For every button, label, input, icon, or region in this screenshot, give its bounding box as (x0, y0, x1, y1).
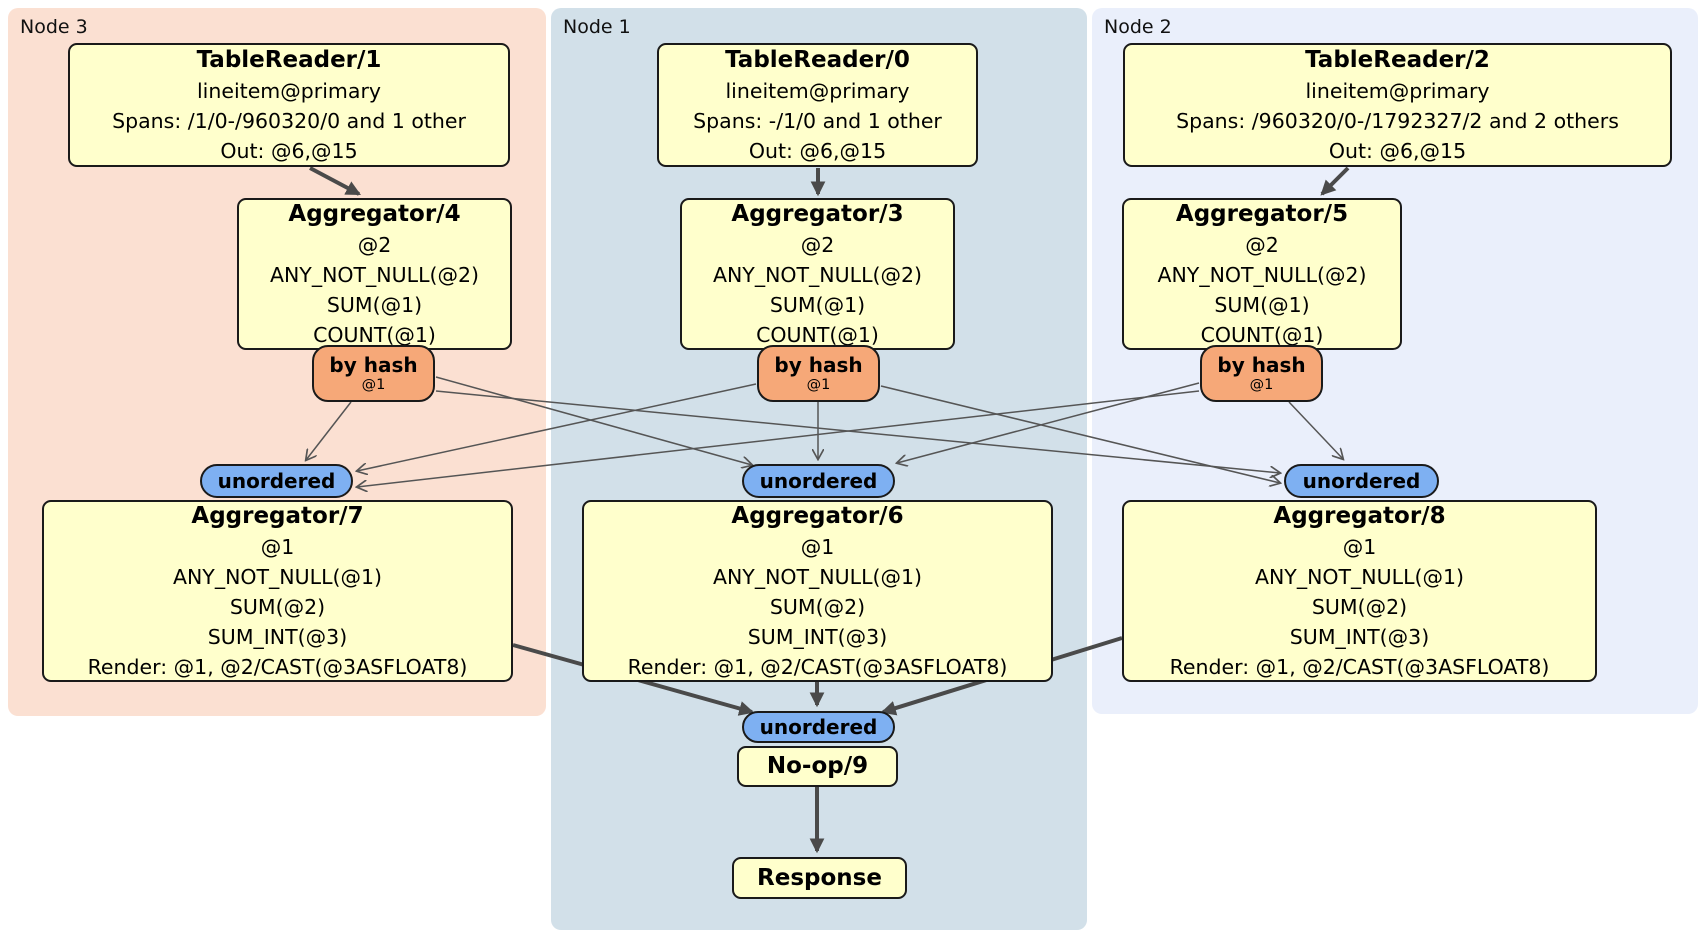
unordered-sync-node2: unordered (1284, 464, 1439, 498)
aggregator-7-group: @1 (260, 534, 295, 559)
aggregator-8-fn2: SUM(@2) (1311, 594, 1408, 619)
aggregator-8-render: Render: @1, @2/CAST(@3ASFLOAT8) (1169, 654, 1550, 679)
aggregator-5-fn3: COUNT(@1) (1200, 322, 1324, 347)
aggregator-7-box: Aggregator/7 @1 ANY_NOT_NULL(@1) SUM(@2)… (42, 500, 513, 682)
table-reader-1-box: TableReader/1 lineitem@primary Spans: /1… (68, 43, 510, 167)
noop-box: No-op/9 (737, 746, 898, 787)
aggregator-5-fn1: ANY_NOT_NULL(@2) (1157, 262, 1367, 287)
aggregator-6-fn2: SUM(@2) (769, 594, 866, 619)
table-reader-0-title: TableReader/0 (725, 46, 910, 73)
table-reader-1-spans: Spans: /1/0-/960320/0 and 1 other (112, 108, 466, 133)
aggregator-8-fn3: SUM_INT(@3) (1289, 624, 1430, 649)
hash-router-node1-label: by hash (774, 353, 863, 377)
aggregator-8-title: Aggregator/8 (1273, 502, 1446, 529)
aggregator-5-group: @2 (1245, 232, 1279, 257)
table-reader-2-box: TableReader/2 lineitem@primary Spans: /9… (1123, 43, 1672, 167)
aggregator-5-box: Aggregator/5 @2 ANY_NOT_NULL(@2) SUM(@1)… (1122, 198, 1402, 350)
aggregator-3-fn1: ANY_NOT_NULL(@2) (712, 262, 923, 287)
table-reader-2-index: lineitem@primary (1305, 78, 1490, 103)
aggregator-6-render: Render: @1, @2/CAST(@3ASFLOAT8) (627, 654, 1008, 679)
aggregator-8-group: @1 (1342, 534, 1377, 559)
hash-router-node3-label: by hash (329, 353, 418, 377)
table-reader-0-index: lineitem@primary (725, 78, 910, 103)
aggregator-5-fn2: SUM(@1) (1214, 292, 1310, 317)
unordered-sync-node1: unordered (742, 464, 895, 498)
table-reader-0-out: Out: @6,@15 (748, 138, 887, 163)
aggregator-4-title: Aggregator/4 (288, 200, 461, 227)
aggregator-3-title: Aggregator/3 (731, 200, 904, 227)
aggregator-4-fn1: ANY_NOT_NULL(@2) (269, 262, 480, 287)
table-reader-1-title: TableReader/1 (196, 46, 382, 73)
aggregator-3-box: Aggregator/3 @2 ANY_NOT_NULL(@2) SUM(@1)… (680, 198, 955, 350)
node2-label: Node 2 (1104, 16, 1172, 38)
aggregator-4-fn2: SUM(@1) (326, 292, 423, 317)
aggregator-4-fn3: COUNT(@1) (313, 322, 436, 347)
aggregator-6-fn1: ANY_NOT_NULL(@1) (712, 564, 923, 589)
aggregator-7-title: Aggregator/7 (191, 502, 364, 529)
aggregator-8-fn1: ANY_NOT_NULL(@1) (1254, 564, 1465, 589)
aggregator-8-box: Aggregator/8 @1 ANY_NOT_NULL(@1) SUM(@2)… (1122, 500, 1597, 682)
aggregator-7-fn2: SUM(@2) (229, 594, 326, 619)
hash-router-node3: by hash @1 (312, 345, 435, 402)
hash-router-node2-detail: @1 (1249, 377, 1274, 393)
response-box: Response (732, 857, 907, 899)
aggregator-5-title: Aggregator/5 (1175, 200, 1349, 227)
node1-label: Node 1 (563, 16, 631, 38)
aggregator-6-fn3: SUM_INT(@3) (747, 624, 888, 649)
hash-router-node1: by hash @1 (757, 345, 880, 402)
hash-router-node1-detail: @1 (806, 377, 831, 393)
aggregator-3-group: @2 (800, 232, 835, 257)
hash-router-node3-detail: @1 (361, 377, 386, 393)
node3-label: Node 3 (20, 16, 88, 38)
aggregator-6-title: Aggregator/6 (731, 502, 904, 529)
aggregator-7-render: Render: @1, @2/CAST(@3ASFLOAT8) (87, 654, 468, 679)
aggregator-6-box: Aggregator/6 @1 ANY_NOT_NULL(@1) SUM(@2)… (582, 500, 1053, 682)
table-reader-0-box: TableReader/0 lineitem@primary Spans: -/… (657, 43, 978, 167)
response-title: Response (757, 864, 882, 891)
aggregator-4-box: Aggregator/4 @2 ANY_NOT_NULL(@2) SUM(@1)… (237, 198, 512, 350)
table-reader-1-index: lineitem@primary (196, 78, 382, 103)
unordered-sync-node3: unordered (200, 464, 353, 498)
hash-router-node2-label: by hash (1217, 353, 1306, 377)
table-reader-2-out: Out: @6,@15 (1328, 138, 1467, 163)
aggregator-3-fn3: COUNT(@1) (756, 322, 879, 347)
aggregator-4-group: @2 (357, 232, 392, 257)
hash-router-node2: by hash @1 (1200, 345, 1323, 402)
table-reader-0-spans: Spans: -/1/0 and 1 other (693, 108, 942, 133)
aggregator-6-group: @1 (800, 534, 835, 559)
unordered-sync-final: unordered (742, 711, 895, 743)
aggregator-7-fn1: ANY_NOT_NULL(@1) (172, 564, 383, 589)
aggregator-3-fn2: SUM(@1) (769, 292, 866, 317)
table-reader-1-out: Out: @6,@15 (220, 138, 358, 163)
noop-title: No-op/9 (766, 753, 869, 779)
table-reader-2-spans: Spans: /960320/0-/1792327/2 and 2 others (1176, 108, 1619, 133)
table-reader-2-title: TableReader/2 (1305, 46, 1490, 73)
aggregator-7-fn3: SUM_INT(@3) (207, 624, 348, 649)
